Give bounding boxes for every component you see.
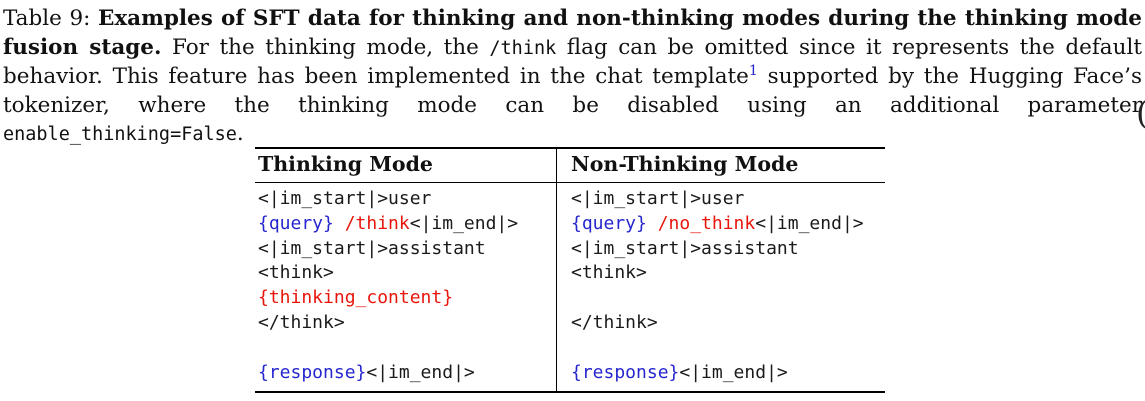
header-non-thinking-mode: Non-Thinking Mode [571,152,799,176]
thinking-mode-code-block: <|im_start|>user{query} /think<|im_end|>… [255,183,557,392]
non-thinking-mode-code-block: <|im_start|>user{query} /no_think<|im_en… [557,183,885,391]
code-segment: <|im_end|> [366,361,475,383]
code-line: <think> [258,261,556,286]
code-line [258,336,556,361]
code-segment: <|im_end|> [755,212,864,234]
code-segment [334,213,345,234]
cropped-parenthesis-glyph: ( [1136,94,1145,132]
caption-text: . [236,121,244,147]
code-segment: </think> [571,311,658,333]
code-segment: {thinking_content} [258,287,454,309]
code-segment: <think> [571,262,647,284]
code-segment: {response} [258,361,367,383]
code-segment: <|im_start|>user [258,188,432,209]
code-segment: <think> [258,262,334,284]
table-body-row: <|im_start|>user{query} /think<|im_end|>… [255,183,885,392]
code-segment: {response} [571,361,680,383]
code-line: <think> [571,261,885,286]
code-line: {query} /think<|im_end|> [258,212,556,237]
header-thinking-mode: Thinking Mode [255,149,557,182]
caption-bold-title: Examples of SFT data for thinking and no… [3,6,1142,60]
code-line: {response}<|im_end|> [571,361,885,386]
code-line: </think> [571,311,885,336]
code-segment: {query} [258,212,334,234]
code-segment: /no_think [657,212,756,234]
code-line: {thinking_content} [258,286,556,311]
code-segment: <|im_end|> [409,212,519,234]
code-line [571,336,885,361]
caption-text: flag can be omitted since it represents … [3,34,1142,90]
code-segment: <|im_start|>assistant [571,237,799,259]
caption-code-enable-thinking: enable_thinking=False [3,124,237,146]
code-segment: {query} [571,212,647,234]
code-segment: <|im_start|>user [571,188,745,209]
code-segment: </think> [258,311,345,333]
caption-text: supported by the Hugging Face’s tokenize… [3,64,1142,118]
sft-examples-table: Thinking Mode Non-Thinking Mode <|im_sta… [255,147,885,394]
code-segment: <|im_start|>assistant [258,237,486,259]
footnote-1-link[interactable]: 1 [748,63,758,80]
code-line: <|im_start|>user [258,187,556,212]
code-line: <|im_start|>user [571,187,885,212]
code-line: <|im_start|>assistant [571,237,885,262]
table-caption: Table 9: Examples of SFT data for thinki… [3,5,1142,150]
code-segment: /think [344,212,410,234]
table-caption-label: Table 9: [3,6,98,31]
caption-text: For the thinking mode, the [161,34,490,60]
code-line [571,286,885,311]
code-segment [647,213,658,234]
code-line: </think> [258,311,556,336]
code-segment: <|im_end|> [679,361,788,383]
code-line: {response}<|im_end|> [258,361,556,386]
caption-code-think-flag: /think [489,37,557,59]
table-header-row: Thinking Mode Non-Thinking Mode [255,149,885,183]
code-line: {query} /no_think<|im_end|> [571,212,885,237]
code-line: <|im_start|>assistant [258,237,556,262]
